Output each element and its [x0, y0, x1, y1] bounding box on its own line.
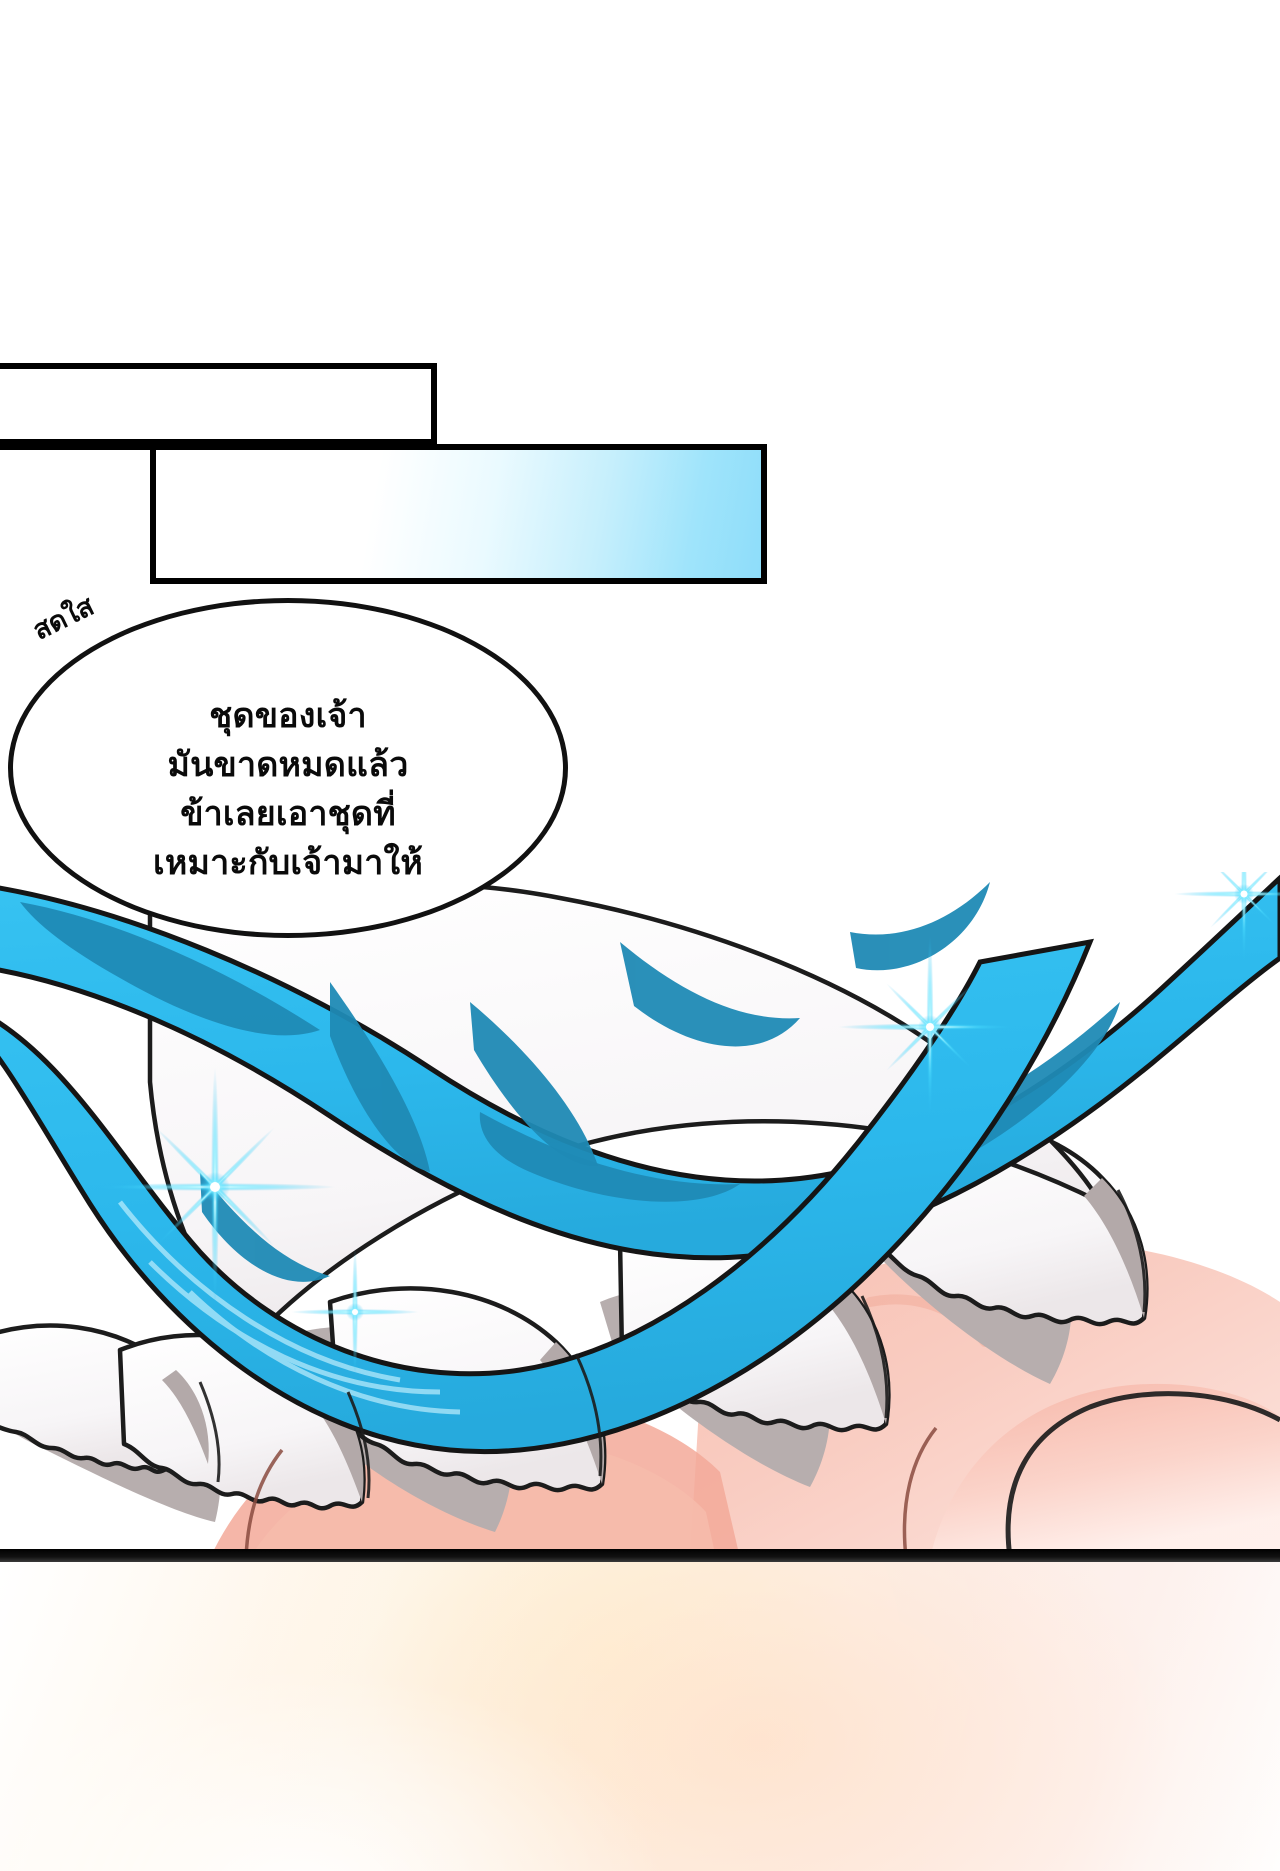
frill-line-accents [198, 1189, 1147, 1499]
panel-divider-horizontal [0, 444, 156, 450]
sparkle-icon [291, 1248, 419, 1376]
panel-empty [0, 363, 437, 445]
sash-highlights [118, 1200, 461, 1415]
page-top-whitespace [0, 0, 1280, 363]
sash-shadow-lower [200, 882, 990, 1282]
speech-bubble [8, 598, 568, 938]
panel-bottom-glow [0, 1562, 1280, 1871]
sparkle-group [95, 872, 1280, 1376]
panel-divider-bottom [0, 1549, 1280, 1562]
illustration-artwork [0, 872, 1280, 1558]
panel-illustration [0, 872, 1280, 1558]
sparkle-icon [1174, 872, 1280, 964]
blue-sash-lower [0, 938, 1095, 1455]
panel-gradient [150, 444, 767, 584]
sparkle-icon [838, 935, 1022, 1119]
sparkle-icon [95, 1067, 335, 1307]
skin-area-lower [930, 1383, 1280, 1558]
sound-effect-text: สดใส [28, 590, 99, 646]
